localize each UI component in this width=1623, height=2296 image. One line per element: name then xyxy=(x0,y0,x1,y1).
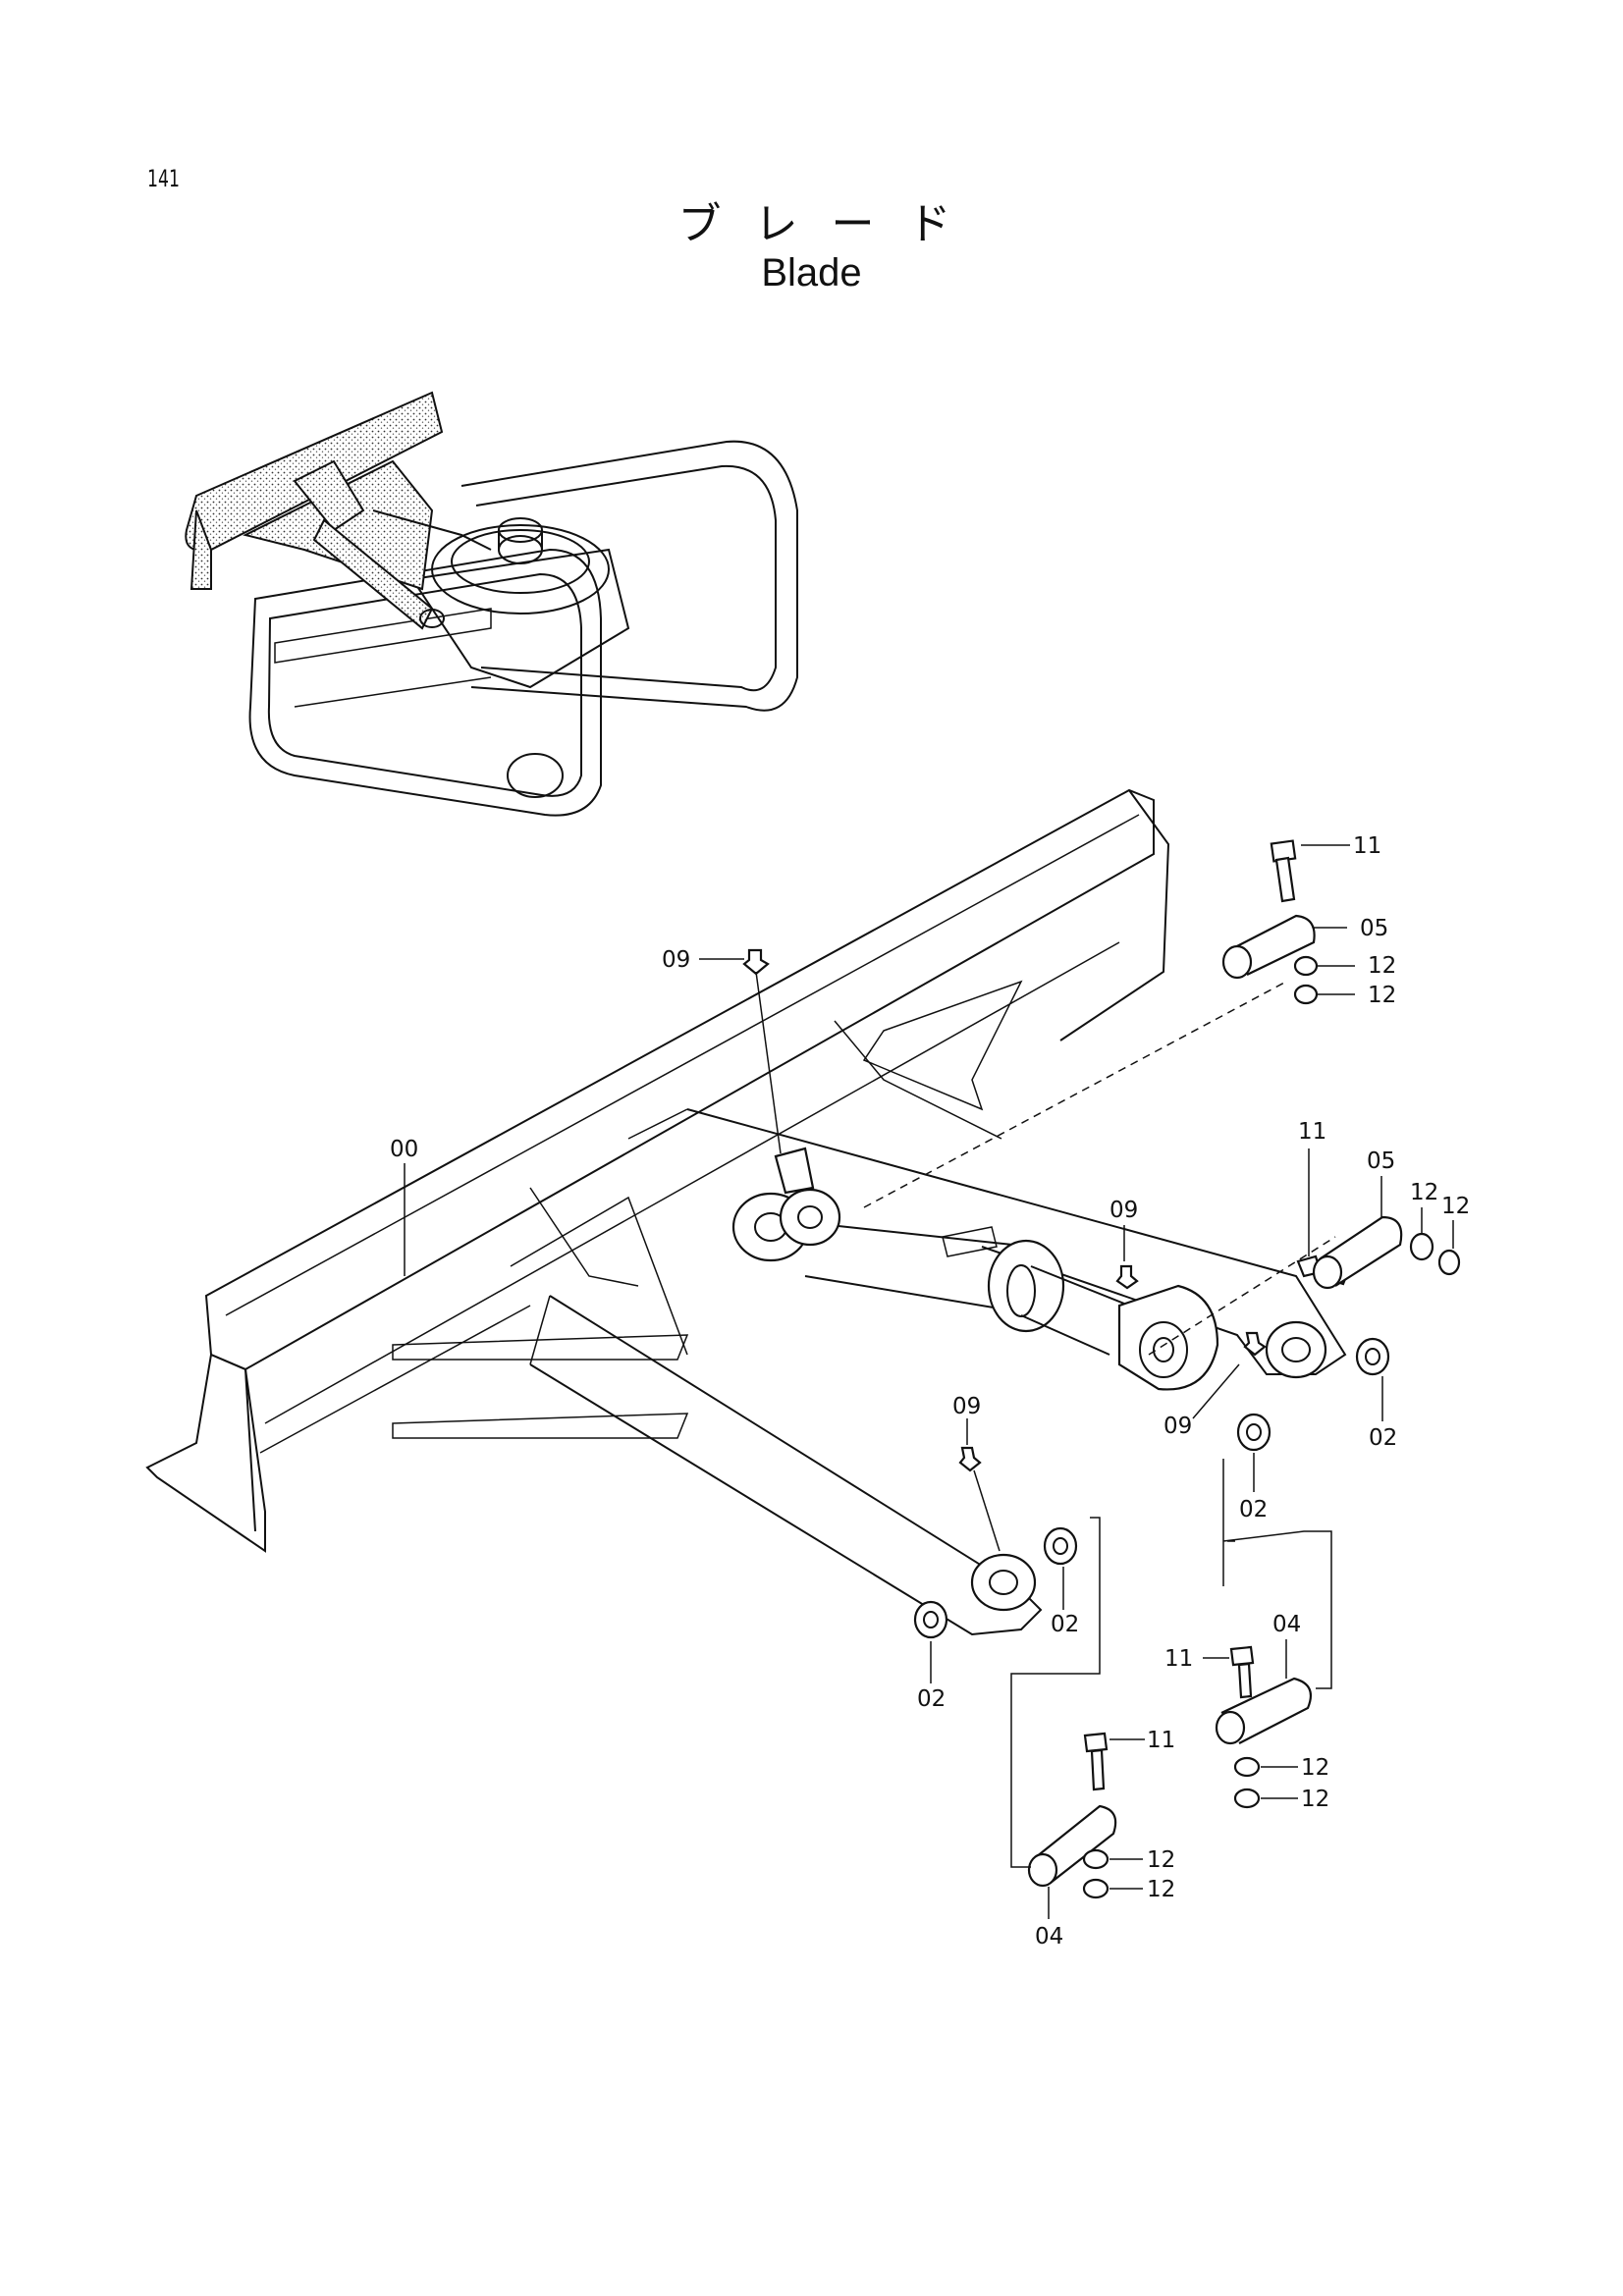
callout-00: 00 xyxy=(390,1137,418,1162)
callout-12-e: 12 xyxy=(1301,1755,1329,1781)
title-english: Blade xyxy=(761,251,862,294)
callout-02-low: 02 xyxy=(917,1686,946,1712)
title-japanese: ブレード xyxy=(677,199,985,249)
callout-11-right: 11 xyxy=(1164,1646,1193,1672)
callout-12-c: 12 xyxy=(1410,1180,1438,1205)
callout-05-mid: 05 xyxy=(1367,1148,1395,1174)
hardware-parts xyxy=(742,839,1461,1899)
callout-05-top: 05 xyxy=(1360,916,1388,941)
leader-lines xyxy=(404,844,1454,1919)
callout-02-right: 02 xyxy=(1369,1425,1397,1451)
callout-12-h: 12 xyxy=(1147,1877,1175,1902)
callout-04-right: 04 xyxy=(1272,1612,1301,1637)
callout-09-right: 09 xyxy=(1163,1414,1192,1439)
excavator-overview xyxy=(185,391,798,817)
callout-09-mid: 09 xyxy=(1109,1198,1138,1223)
callout-11-mid: 11 xyxy=(1298,1119,1326,1145)
callout-04-low: 04 xyxy=(1035,1924,1063,1949)
callout-02-mid: 02 xyxy=(1051,1612,1079,1637)
callout-09-left: 09 xyxy=(952,1394,981,1419)
callout-labels: 11 05 12 12 09 00 11 05 12 12 09 09 02 0… xyxy=(390,833,1470,1949)
callout-09-top: 09 xyxy=(662,947,690,973)
callout-12-g: 12 xyxy=(1147,1847,1175,1873)
blade-main xyxy=(145,788,1347,1636)
bracket-lines xyxy=(1010,1459,1332,1868)
callout-12-f: 12 xyxy=(1301,1787,1329,1812)
callout-12-a: 12 xyxy=(1368,953,1396,979)
page-number: 141 xyxy=(147,165,180,192)
callout-02-center: 02 xyxy=(1239,1497,1268,1522)
callout-11-top: 11 xyxy=(1353,833,1381,859)
callout-11-low: 11 xyxy=(1147,1728,1175,1753)
callout-12-d: 12 xyxy=(1441,1194,1470,1219)
callout-12-b: 12 xyxy=(1368,983,1396,1008)
